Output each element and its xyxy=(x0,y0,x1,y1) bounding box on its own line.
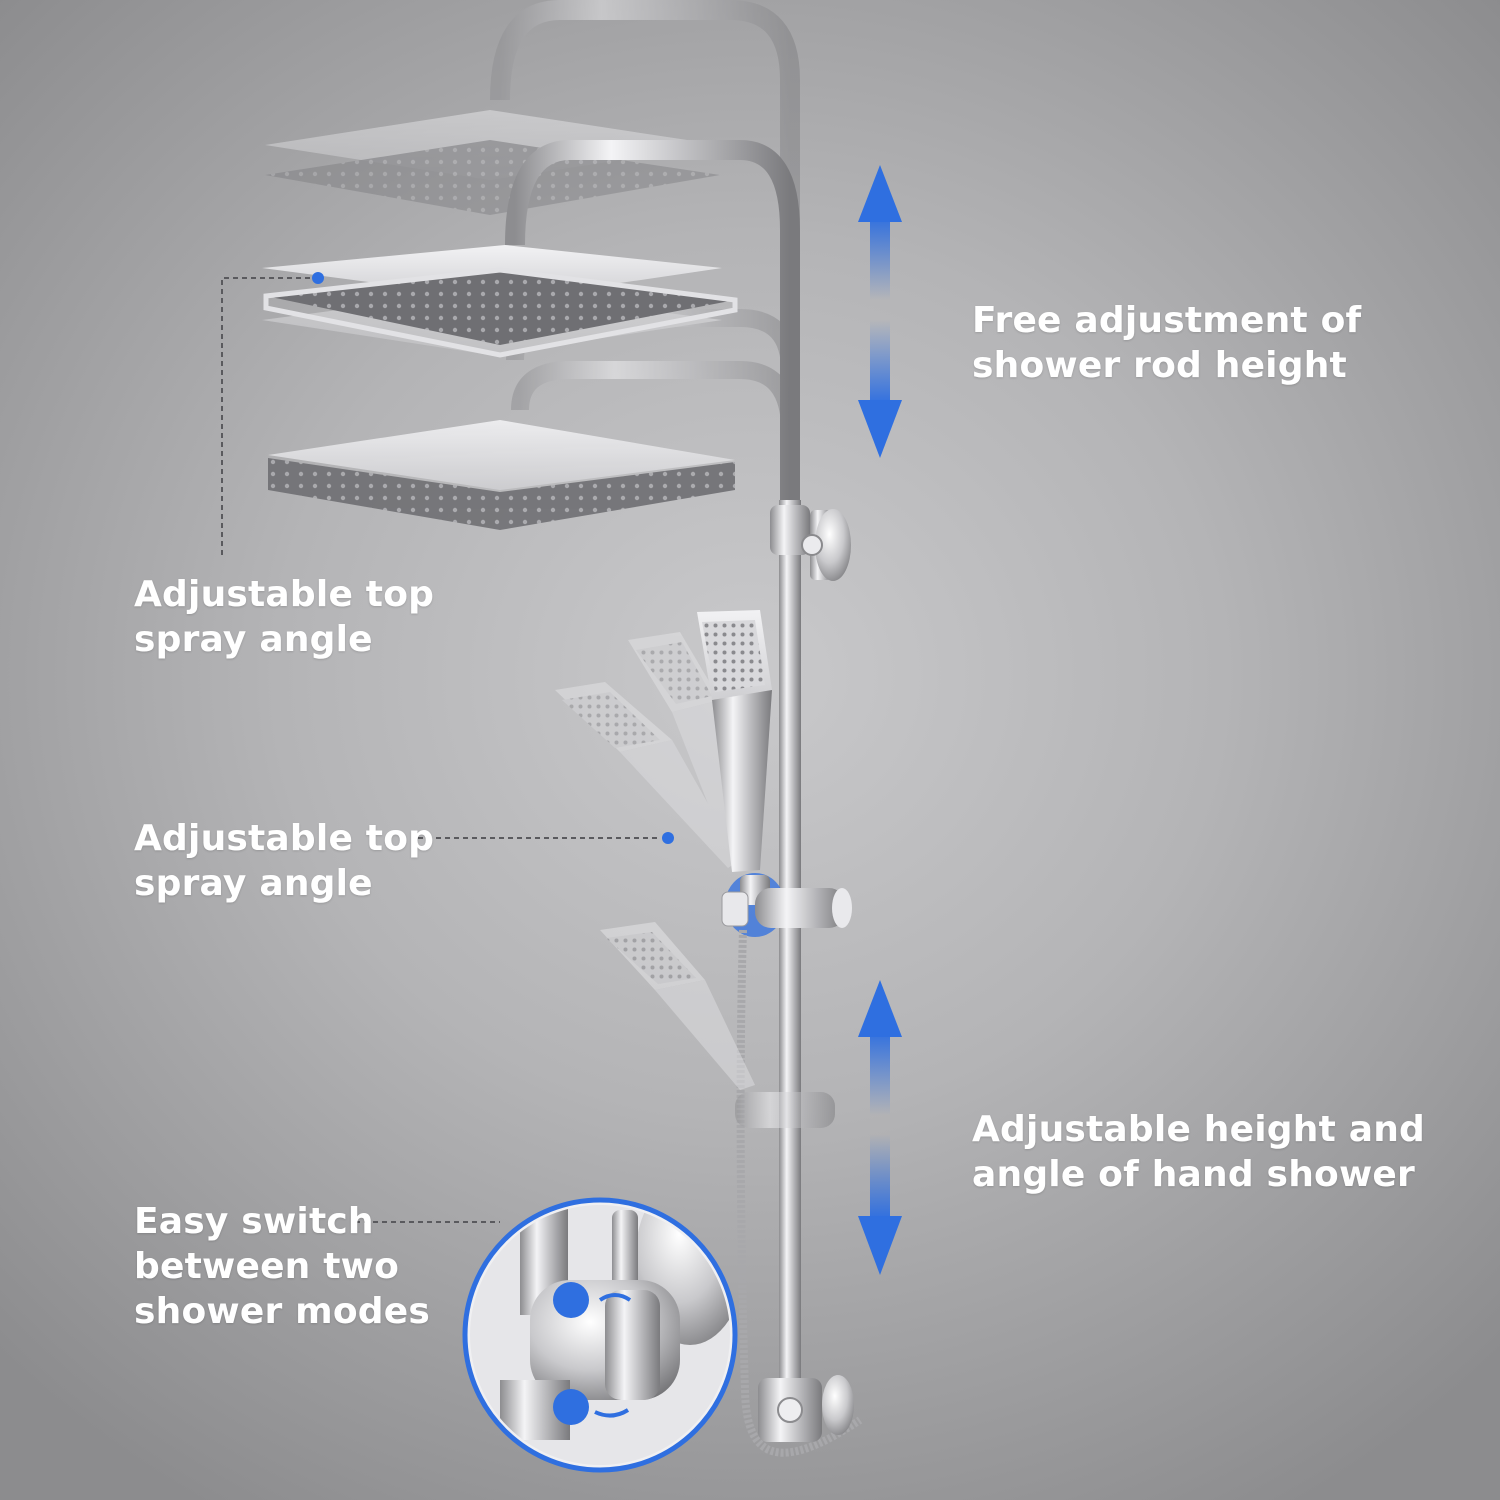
callout-line: spray angle xyxy=(134,619,373,660)
rain-shower-icon xyxy=(553,1282,589,1318)
shower-arm xyxy=(505,140,800,510)
callout-rod-height: Free adjustment of shower rod height xyxy=(972,298,1361,388)
callout-line: Easy switch xyxy=(134,1201,374,1242)
top-spray-marker xyxy=(312,272,324,284)
callout-line: Adjustable height and xyxy=(972,1109,1426,1150)
hand-shower-icon xyxy=(553,1389,589,1425)
lower-head-position xyxy=(268,361,799,530)
callout-line: Adjustable top xyxy=(134,574,435,615)
shower-hose xyxy=(736,929,863,1457)
callout-line: between two xyxy=(134,1246,400,1287)
callout-hand-spray-angle: Adjustable top spray angle xyxy=(134,816,434,906)
callout-hand-shower-height: Adjustable height and angle of hand show… xyxy=(972,1107,1425,1197)
callout-line: Free adjustment of xyxy=(972,300,1362,341)
callout-line: spray angle xyxy=(134,863,373,904)
diverter-zoom-inset xyxy=(462,1197,738,1473)
rain-shower-head xyxy=(262,245,738,358)
ghost-hand-showers xyxy=(555,632,745,868)
callout-line: shower modes xyxy=(134,1291,431,1332)
upper-wall-bracket xyxy=(770,505,851,581)
lower-hand-position xyxy=(600,922,835,1128)
rotate-arrow-icon xyxy=(598,1293,632,1302)
hand-height-arrow xyxy=(858,980,902,1275)
callout-line: angle of hand shower xyxy=(972,1154,1415,1195)
shower-rod xyxy=(779,500,801,1400)
diverter-mixer xyxy=(758,1375,854,1442)
rod-height-arrow xyxy=(858,165,902,458)
slide-holder xyxy=(721,873,852,937)
rotate-arrow-icon-2 xyxy=(594,1408,630,1418)
callout-top-spray-angle: Adjustable top spray angle xyxy=(134,572,434,662)
callout-line: shower rod height xyxy=(972,345,1347,386)
callout-mode-switch: Easy switch between two shower modes xyxy=(134,1199,430,1334)
hand-shower xyxy=(697,610,772,872)
hand-spray-marker xyxy=(662,832,674,844)
leader-line-top-spray xyxy=(221,277,310,555)
callout-line: Adjustable top xyxy=(134,818,435,859)
